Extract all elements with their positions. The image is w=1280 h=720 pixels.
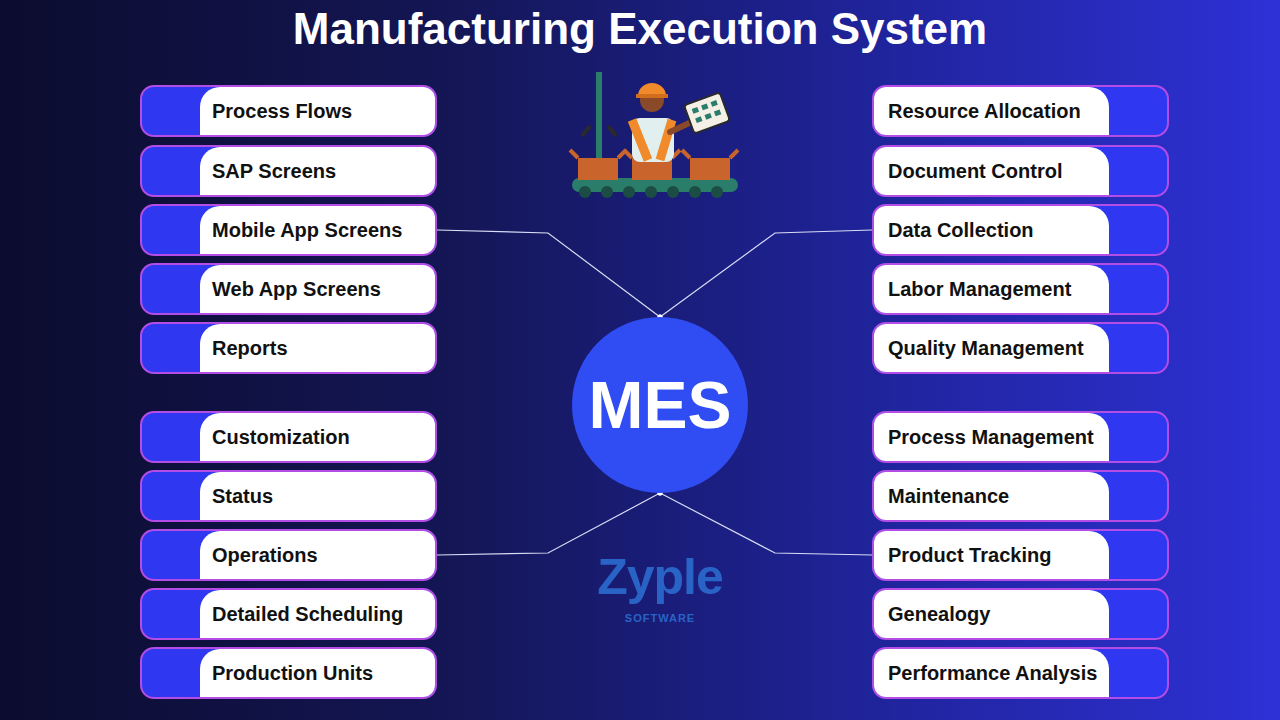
box-label: Performance Analysis — [888, 662, 1097, 685]
diagram-title: Manufacturing Execution System — [0, 4, 1280, 54]
box-panel: Process Flows — [200, 87, 435, 135]
box-panel: Operations — [200, 531, 435, 579]
box-label: Production Units — [212, 662, 373, 685]
feature-box: Document Control — [872, 145, 1169, 197]
feature-box: Quality Management — [872, 322, 1169, 374]
feature-box: Detailed Scheduling — [140, 588, 437, 640]
feature-box: Process Flows — [140, 85, 437, 137]
box-label: Data Collection — [888, 219, 1034, 242]
box-panel: Detailed Scheduling — [200, 590, 435, 638]
box-label: Document Control — [888, 160, 1062, 183]
box-label: Resource Allocation — [888, 100, 1081, 123]
box-label: Product Tracking — [888, 544, 1051, 567]
box-label: Operations — [212, 544, 318, 567]
box-panel: Genealogy — [874, 590, 1109, 638]
box-panel: Resource Allocation — [874, 87, 1109, 135]
feature-box: Mobile App Screens — [140, 204, 437, 256]
box-label: Labor Management — [888, 278, 1071, 301]
box-panel: SAP Screens — [200, 147, 435, 195]
box-label: Detailed Scheduling — [212, 603, 403, 626]
feature-box: Reports — [140, 322, 437, 374]
box-panel: Product Tracking — [874, 531, 1109, 579]
box-panel: Reports — [200, 324, 435, 372]
box-label: SAP Screens — [212, 160, 336, 183]
feature-box: Product Tracking — [872, 529, 1169, 581]
logo-subtitle: SOFTWARE — [560, 612, 760, 624]
feature-box: SAP Screens — [140, 145, 437, 197]
feature-box: Data Collection — [872, 204, 1169, 256]
connector-line — [660, 493, 872, 555]
feature-box: Web App Screens — [140, 263, 437, 315]
feature-box: Labor Management — [872, 263, 1169, 315]
center-circle: MES — [572, 317, 748, 493]
box-label: Status — [212, 485, 273, 508]
box-panel: Process Management — [874, 413, 1109, 461]
feature-box: Operations — [140, 529, 437, 581]
box-panel: Labor Management — [874, 265, 1109, 313]
box-label: Process Management — [888, 426, 1094, 449]
feature-box: Production Units — [140, 647, 437, 699]
box-panel: Web App Screens — [200, 265, 435, 313]
box-panel: Status — [200, 472, 435, 520]
box-label: Genealogy — [888, 603, 990, 626]
feature-box: Performance Analysis — [872, 647, 1169, 699]
connector-line — [437, 230, 660, 317]
box-label: Web App Screens — [212, 278, 381, 301]
box-panel: Production Units — [200, 649, 435, 697]
feature-box: Resource Allocation — [872, 85, 1169, 137]
feature-box: Maintenance — [872, 470, 1169, 522]
feature-box: Genealogy — [872, 588, 1169, 640]
box-panel: Document Control — [874, 147, 1109, 195]
box-panel: Data Collection — [874, 206, 1109, 254]
box-panel: Maintenance — [874, 472, 1109, 520]
box-label: Process Flows — [212, 100, 352, 123]
feature-box: Process Management — [872, 411, 1169, 463]
box-label: Customization — [212, 426, 350, 449]
box-panel: Mobile App Screens — [200, 206, 435, 254]
box-label: Reports — [212, 337, 288, 360]
box-label: Quality Management — [888, 337, 1084, 360]
center-label: MES — [588, 367, 731, 443]
box-panel: Performance Analysis — [874, 649, 1109, 697]
box-label: Maintenance — [888, 485, 1009, 508]
box-panel: Customization — [200, 413, 435, 461]
connector-line — [660, 230, 872, 317]
box-panel: Quality Management — [874, 324, 1109, 372]
feature-box: Status — [140, 470, 437, 522]
feature-box: Customization — [140, 411, 437, 463]
logo-wordmark: Zyple — [560, 552, 760, 602]
connector-line — [437, 493, 660, 555]
box-label: Mobile App Screens — [212, 219, 402, 242]
